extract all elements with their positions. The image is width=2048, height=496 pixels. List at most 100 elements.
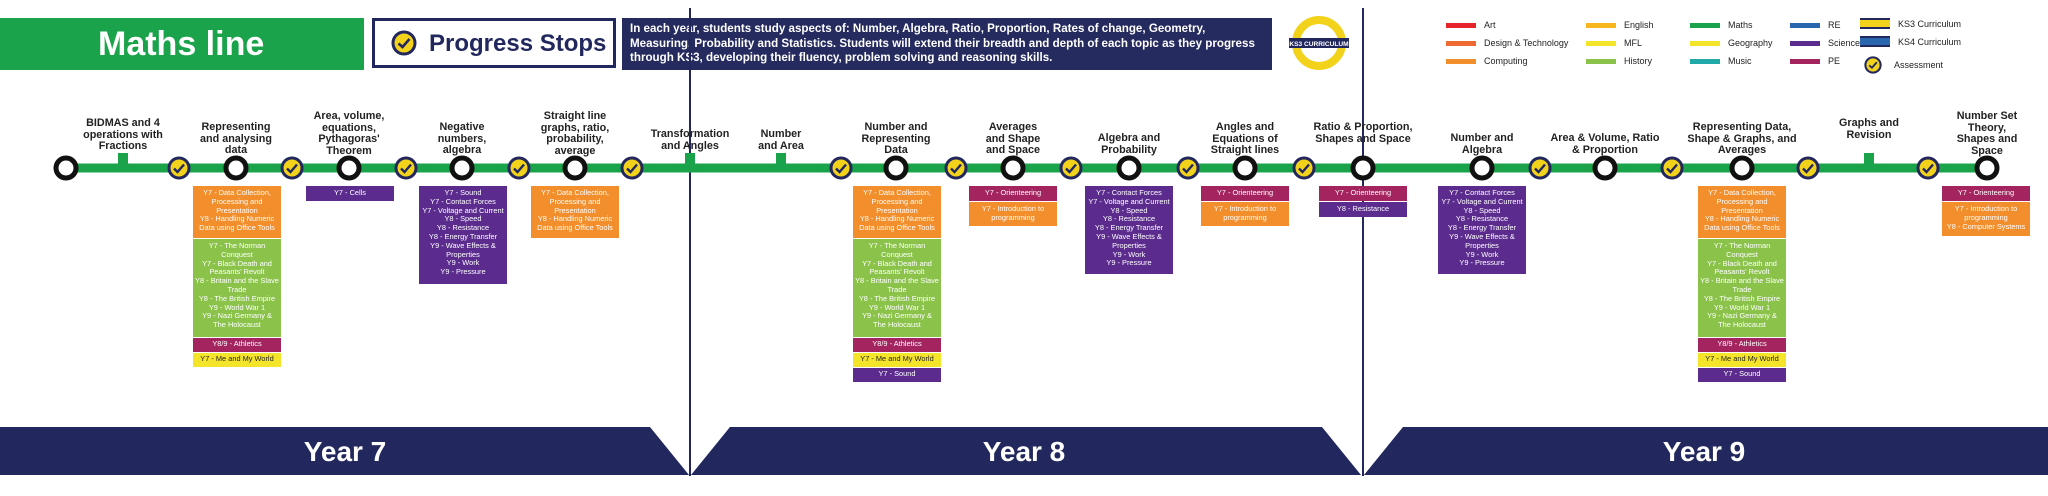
box-computing-programming: Y7 - Introduction to programming [1201,202,1289,226]
assessment-check-icon [1059,156,1083,180]
box-science-sound: Y7 - Sound [1698,368,1786,382]
box-geo-me-world: Y7 - Me and My World [1698,353,1786,367]
box-science-list: Y7 - Contact Forces Y7 - Voltage and Cur… [1438,186,1526,274]
interchange-tick [1864,153,1874,165]
station-marker [562,155,588,181]
legend-item-re: RE [1790,20,1841,30]
year8-label-wrap: Year 8 [691,427,1362,475]
legend-item-computing: Computing [1446,56,1528,66]
assessment-check-icon [1292,156,1316,180]
assessment-check-icon [391,30,417,56]
ks3-roundel-icon: KS3 CURRICULUM [1289,16,1349,70]
box-computing-programming: Y7 - Introduction to programming [969,202,1057,226]
station-marker [1350,155,1376,181]
assessment-check-icon [829,156,853,180]
topic-label: Number Set Theory, Shapes and Space [1956,110,2018,157]
station-marker [1000,155,1026,181]
legend-item-music: Music [1690,56,1752,66]
box-computing-data: Y7 - Data Collection, Processing and Pre… [853,186,941,238]
legend-item-maths: Maths [1690,20,1753,30]
topic-label: Area, volume, equations, Pythagoras' The… [313,110,385,157]
station-marker [53,155,79,181]
divider-year7-8 [689,8,691,476]
assessment-check-icon [1528,156,1552,180]
box-history-list: Y7 - The Norman Conquest Y7 - Black Deat… [853,239,941,337]
station-marker [449,155,475,181]
assessment-check-icon [280,156,304,180]
divider-year8-9 [1362,8,1364,476]
legend-item-dt: Design & Technology [1446,38,1568,48]
year8-label: Year 8 [982,436,1066,467]
year7-label: Year 7 [303,436,387,467]
station-marker [1592,155,1618,181]
topic-label: Number and Area [758,128,804,152]
station-marker [1232,155,1258,181]
box-computing-data: Y7 - Data Collection, Processing and Pre… [1698,186,1786,238]
box-pe-orienteering: Y7 - Orienteering [1942,186,2030,201]
topic-label: Number and Representing Data [861,121,931,156]
box-pe-orienteering: Y7 - Orienteering [969,186,1057,201]
interchange-tick [685,153,695,165]
assessment-check-icon [167,156,191,180]
station-marker [1974,155,2000,181]
legend-item-ks4: KS4 Curriculum [1860,36,1961,47]
progress-stops-label: Progress Stops [429,30,607,57]
assessment-legend-icon [1864,56,1882,74]
box-computing-programming-systems: Y7 - Introduction to programming Y8 - Co… [1942,202,2030,236]
station-marker [1116,155,1142,181]
topic-label: Negative numbers, algebra [437,121,487,156]
legend-item-science: Science [1790,38,1860,48]
station-marker [223,155,249,181]
box-pe-athletics: Y8/9 - Athletics [1698,338,1786,352]
topic-label: Representing Data, Shape & Graphs, and A… [1687,121,1797,156]
station-marker [883,155,909,181]
topic-label: Number and Algebra [1450,132,1514,156]
box-computing-data: Y7 - Data Collection, Processing and Pre… [193,186,281,238]
assessment-check-icon [620,156,644,180]
assessment-check-icon [507,156,531,180]
topic-label: Averages and Shape and Space [985,121,1041,156]
legend-item-mfl: MFL [1586,38,1642,48]
topic-label: Graphs and Revision [1839,117,1899,141]
title-banner: Maths line [0,18,364,70]
box-geo-me-world: Y7 - Me and My World [193,353,281,367]
legend-item-pe: PE [1790,56,1840,66]
box-science-list: Y7 - Sound Y7 - Contact Forces Y7 - Volt… [419,186,507,284]
assessment-check-icon [944,156,968,180]
box-science-list: Y7 - Contact Forces Y7 - Voltage and Cur… [1085,186,1173,274]
box-computing-data: Y7 - Data Collection, Processing and Pre… [531,186,619,238]
topic-label: Angles and Equations of Straight lines [1210,121,1280,156]
box-geo-me-world: Y7 - Me and My World [853,353,941,367]
legend-item-geography: Geography [1690,38,1773,48]
year9-label-wrap: Year 9 [1364,427,2048,475]
box-history-list: Y7 - The Norman Conquest Y7 - Black Deat… [1698,239,1786,337]
box-science-resistance: Y8 - Resistance [1319,202,1407,217]
box-pe-athletics: Y8/9 - Athletics [193,338,281,352]
legend-item-art: Art [1446,20,1496,30]
description-box: In each year, students study aspects of:… [622,18,1272,70]
topic-label: Representing and analysing data [200,121,272,156]
progress-stops-box: Progress Stops [372,18,616,68]
year7-band [0,427,689,475]
ks3-badge-text: KS3 CURRICULUM [1289,41,1349,48]
box-pe-orienteering: Y7 - Orienteering [1201,186,1289,201]
topic-label: BIDMAS and 4 operations with Fractions [83,117,163,152]
legend-item-assessment: Assessment [1864,56,1943,74]
year9-label: Year 9 [1662,436,1746,467]
station-marker [1729,155,1755,181]
station-marker [336,155,362,181]
box-science-cells: Y7 - Cells [306,186,394,201]
year8-band [691,427,1361,475]
assessment-check-icon [394,156,418,180]
topic-label: Transformation and Angles [650,128,730,152]
box-pe-orienteering: Y7 - Orienteering [1319,186,1407,201]
box-science-sound: Y7 - Sound [853,368,941,382]
topic-label: Ratio & Proportion, Shapes and Space [1313,121,1413,145]
legend-item-english: English [1586,20,1654,30]
assessment-check-icon [1176,156,1200,180]
interchange-tick [118,153,128,165]
assessment-check-icon [1916,156,1940,180]
assessment-check-icon [1796,156,1820,180]
year9-band [1364,427,2048,475]
